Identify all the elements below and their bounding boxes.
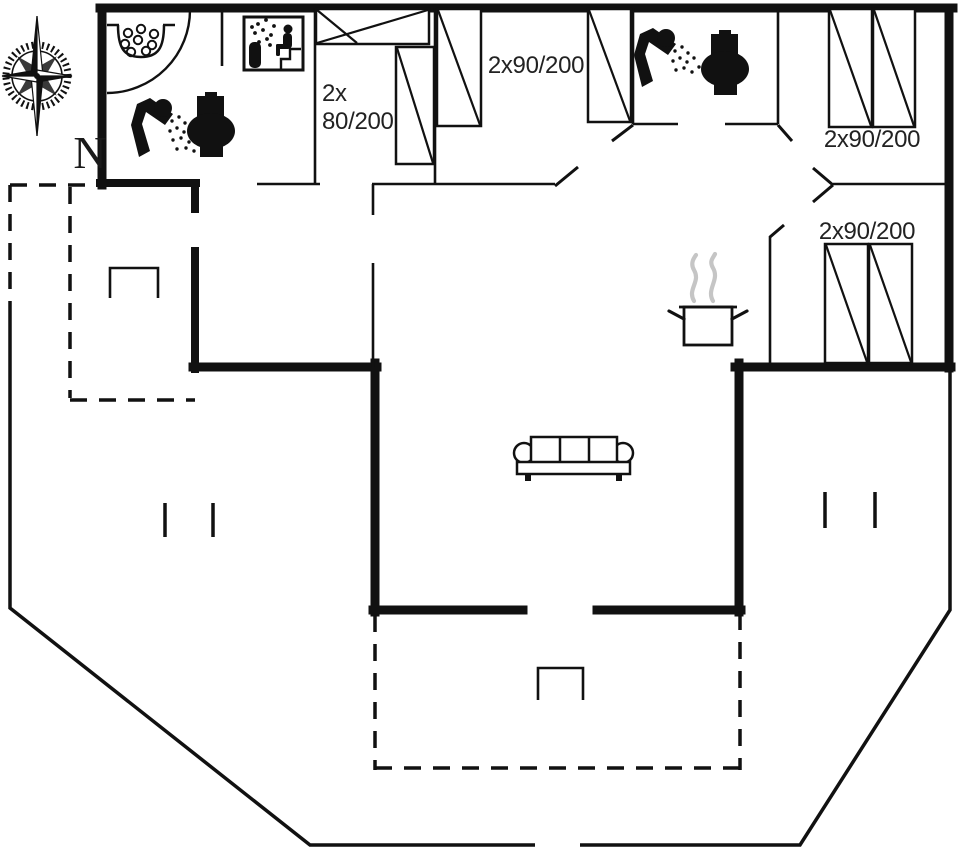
bed-icon-right-room-b: [867, 242, 914, 365]
sauna-steam-dots: [250, 18, 276, 47]
bed-icon-mid-room-b: [586, 7, 633, 124]
site-boundary: [8, 183, 952, 847]
door-tick: [769, 223, 785, 239]
bed-icon-topright-room-a: [827, 7, 874, 129]
compass-rose-icon: [1, 15, 73, 137]
sauna-icon: [242, 15, 305, 72]
steam-wisp: [708, 251, 718, 304]
door-tick: [776, 124, 794, 142]
terrace-right: [823, 492, 877, 528]
bed-size-label-middle: 2x90/200: [488, 52, 584, 79]
sauna-heater: [249, 42, 261, 68]
terrace-steps-icon: [536, 666, 585, 700]
bed-size-label-left-line2: 80/200: [322, 108, 394, 135]
door-tick: [812, 166, 834, 187]
exterior-walls: [95, 3, 958, 617]
bed-icon-left-room-a: [314, 7, 431, 46]
sauna-bench-steps: [279, 47, 301, 69]
bed-icon-left-room-b: [394, 45, 436, 166]
sauna-person: [276, 24, 293, 56]
bed-size-label-topright: 2x90/200: [824, 126, 920, 153]
toilet-icon-bathroom1: [187, 92, 235, 157]
bed-icon-topright-room-b: [871, 7, 917, 129]
door-swing-arc: [106, 9, 192, 95]
steam-wisp: [689, 252, 699, 304]
bed-size-label-left-line1: 2x: [322, 80, 347, 107]
shower-icon-bathroom1: [131, 98, 198, 157]
shower-icon-bathroom2: [634, 28, 701, 87]
door-tick: [812, 183, 834, 204]
bed-size-label-right: 2x90/200: [819, 218, 915, 245]
door-openings: [106, 9, 834, 239]
terrace-marker-ticks: [823, 492, 877, 528]
terrace-steps-icon: [108, 266, 160, 298]
terrace-left-boundary: [68, 187, 215, 537]
terrace-marker-ticks: [163, 503, 215, 537]
sofa-icon: [512, 435, 635, 481]
steaming-pot-icon: [667, 251, 749, 347]
whirlpool-icon: [107, 23, 175, 59]
beds: [314, 7, 917, 365]
door-tick: [611, 123, 634, 143]
door-tick: [554, 165, 579, 188]
bed-icon-mid-room-a: [435, 7, 483, 128]
terrace-bottom-boundary: [373, 613, 742, 770]
toilet-icon-bathroom2: [701, 30, 749, 95]
north-label: N: [73, 127, 106, 178]
bed-icon-right-room-a: [823, 242, 870, 365]
